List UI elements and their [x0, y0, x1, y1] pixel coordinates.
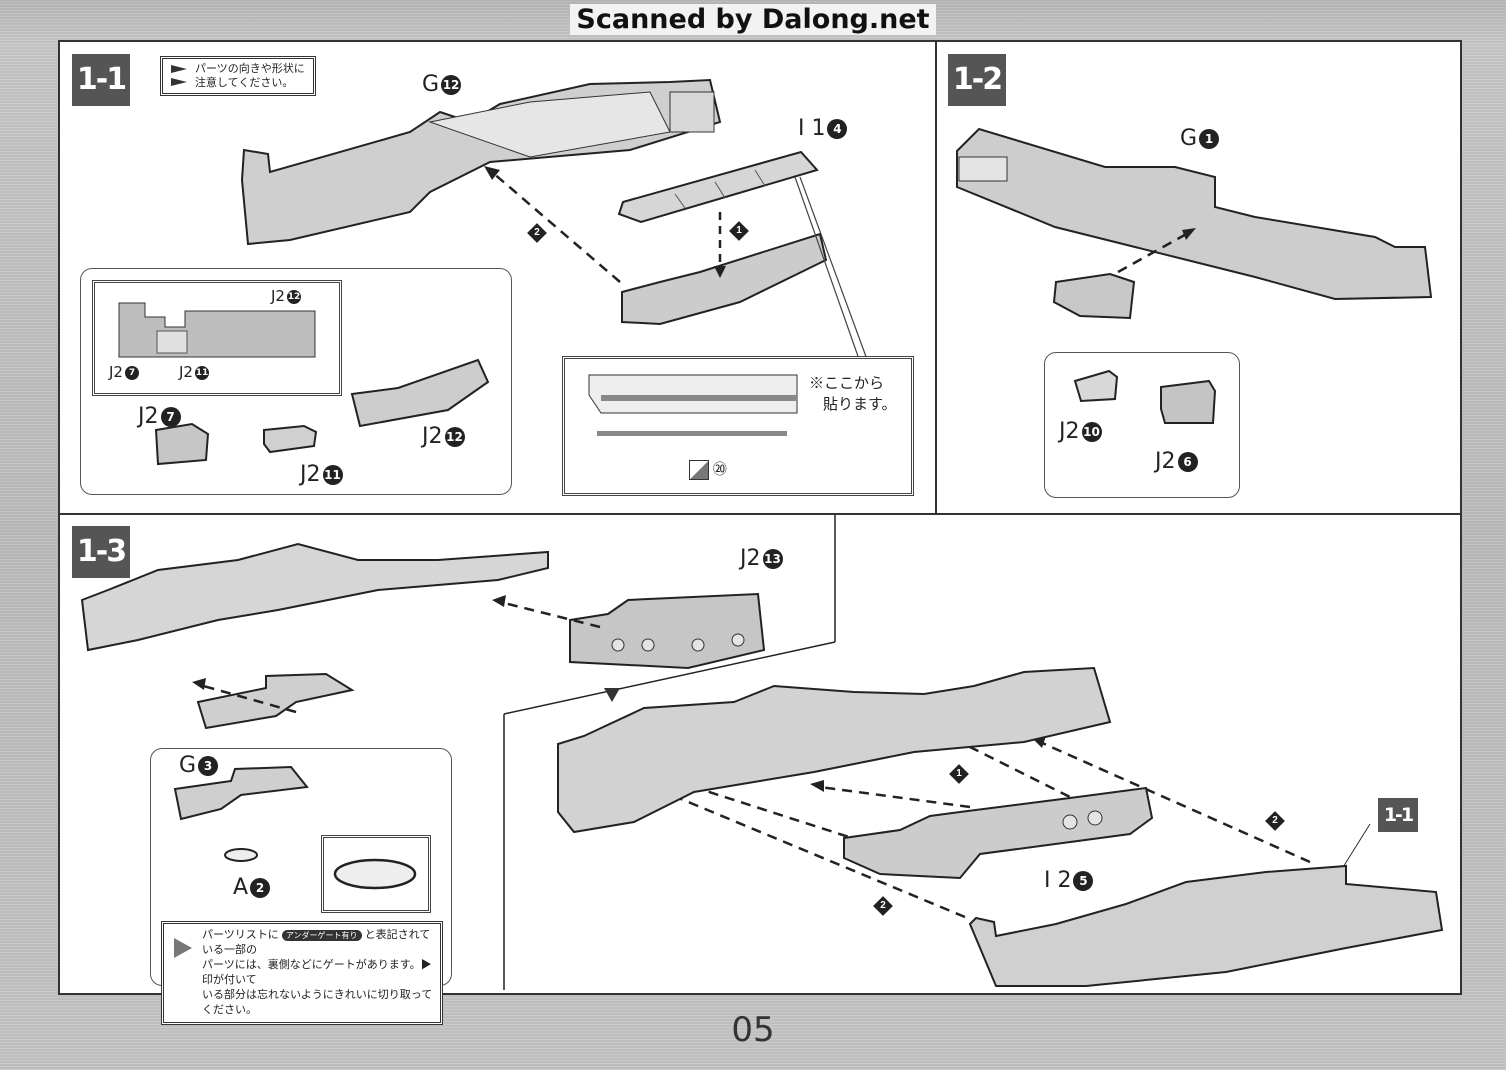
gate-zoom-inset [321, 835, 431, 913]
order-marker-2: 2 [1265, 811, 1285, 831]
hull-subassembly-1-1 [968, 864, 1444, 987]
step-badge-1-1: 1-1 [72, 54, 130, 106]
gate-marker-icon [174, 938, 192, 958]
under-gate-badge: アンダーゲート有り [281, 930, 362, 941]
part-j2-7 [154, 422, 210, 466]
part-a2 [224, 848, 258, 862]
hull-part-g1 [956, 127, 1433, 301]
part-j2-12 [350, 358, 490, 428]
part-nozzle-assembly [1052, 272, 1136, 320]
arrow-icon [171, 65, 187, 73]
under-gate-note: パーツリストに アンダーゲート有り と表記されている一部の パーツには、裏側など… [161, 921, 443, 1025]
cutaway-diagram [118, 302, 316, 358]
scan-watermark: Scanned by Dalong.net [0, 4, 1506, 35]
divider-horizontal [60, 513, 1460, 515]
decal-sheet-icon [689, 460, 709, 481]
frame-assembly-main [557, 666, 1112, 834]
caution-note: パーツの向きや形状に 注意してください。 [160, 56, 316, 96]
part-i2-5 [843, 786, 1154, 880]
assembly-arrow-1-2 [1117, 228, 1196, 274]
part-j2-11 [263, 424, 318, 454]
part-j2-10 [1073, 369, 1119, 403]
part-j2-13 [569, 592, 766, 670]
sub-assembly-j2 [621, 232, 828, 326]
frame-assembly-left [80, 542, 549, 652]
reference-badge-1-1: 1-1 [1378, 798, 1418, 832]
part-j2-6 [1160, 379, 1217, 424]
step-badge-1-2: 1-2 [948, 54, 1006, 106]
sticker-start-note: ※ここから 貼ります。 [809, 375, 897, 413]
order-marker-2: 2 [873, 896, 893, 916]
sticker-instruction-box: ※ここから 貼ります。 ⑳ [562, 356, 914, 496]
hull-part-g12 [240, 78, 722, 246]
divider-vertical [935, 42, 937, 515]
page-number: 05 [731, 1010, 775, 1050]
part-a2-enlarged [333, 858, 417, 890]
sticker-diagram [588, 374, 798, 436]
step-badge-1-3: 1-3 [72, 526, 130, 578]
wing-part [196, 672, 355, 730]
sticker-ref: ⑳ [689, 459, 727, 481]
arrow-icon [171, 78, 187, 86]
part-g3 [173, 765, 309, 821]
plate-part-i1-4 [617, 150, 819, 224]
